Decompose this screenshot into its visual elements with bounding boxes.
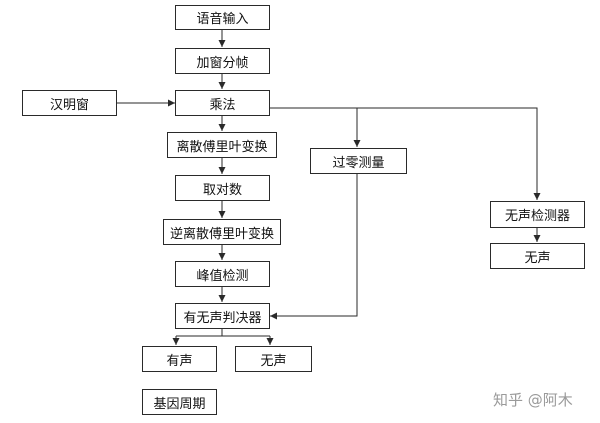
node-idft: 逆离散傅里叶变换 <box>163 219 281 245</box>
node-zero-crossing: 过零测量 <box>310 148 407 174</box>
edge-multiply-branch <box>270 107 541 200</box>
node-peak-detect: 峰值检测 <box>175 261 270 287</box>
node-voiced: 有声 <box>142 346 217 372</box>
node-speech-input: 语音输入 <box>175 5 270 30</box>
node-dft: 离散傅里叶变换 <box>167 132 277 158</box>
node-log: 取对数 <box>175 175 270 201</box>
node-silence-detector: 无声检测器 <box>490 201 585 228</box>
watermark-text: 知乎 @阿木 <box>493 391 573 409</box>
node-unvoiced-output: 无声 <box>235 346 312 372</box>
node-multiply: 乘法 <box>175 90 270 116</box>
node-hamming-window: 汉明窗 <box>22 90 117 116</box>
node-silence: 无声 <box>490 243 585 269</box>
node-pitch-period: 基因周期 <box>142 389 217 415</box>
edge-zero-crossing-to-decider <box>270 174 358 320</box>
node-voicing-decider: 有无声判决器 <box>175 303 270 329</box>
node-windowing: 加窗分帧 <box>175 48 270 74</box>
